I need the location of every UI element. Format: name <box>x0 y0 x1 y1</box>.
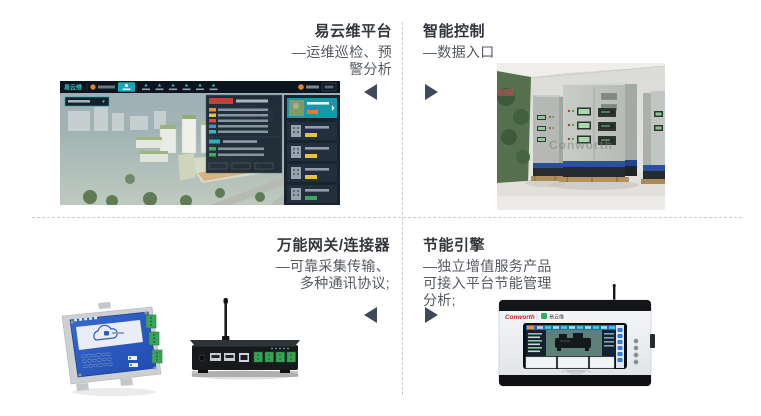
terminal-ports <box>253 351 296 363</box>
feature-gateway-text: 万能网关/连接器 —可靠采集传输、 多种通讯协议; <box>210 234 390 292</box>
alarm-panel-overlay <box>205 94 283 174</box>
ethernet-port <box>239 353 249 362</box>
user-box <box>321 82 337 92</box>
dashboard-navbar: 易云维 <box>60 81 340 93</box>
feature-control-desc-1: —数据入口 <box>423 44 495 60</box>
screen-menu-buttons <box>617 328 623 362</box>
trees-background <box>497 71 531 185</box>
cabinet-right <box>641 89 665 184</box>
bottom-strip <box>499 375 651 386</box>
feature-control-title: 智能控制 <box>423 23 486 40</box>
router-top-face <box>190 340 300 345</box>
feature-engine-desc-2: 可接入平台节能管理 <box>423 275 552 291</box>
alarm-icon <box>298 84 304 90</box>
vertical-divider <box>402 22 403 395</box>
arrow-left-icon <box>364 84 377 100</box>
feature-engine-desc-3: 分析; <box>423 292 456 308</box>
building-sidebar <box>284 95 340 205</box>
building-card <box>287 164 337 182</box>
building-card <box>287 185 337 203</box>
screws <box>70 311 157 377</box>
feature-engine-text: 节能引擎 —独立增值服务产品 可接入平台节能管理 分析; <box>423 234 623 309</box>
horizontal-divider <box>32 217 742 218</box>
nav-tabs <box>144 83 216 87</box>
building-card <box>287 122 337 140</box>
roof <box>498 89 514 96</box>
antenna <box>612 284 616 302</box>
meters <box>567 107 616 145</box>
panel-buttons <box>633 338 639 365</box>
feature-platform-desc-1: —运维巡检、预 <box>291 44 392 60</box>
feature-platform-text: 易云维平台 —运维巡检、预 警分析 <box>210 20 392 78</box>
ceiling <box>497 63 665 81</box>
building-selector <box>64 96 110 107</box>
feature-platform-desc-2: 警分析 <box>349 61 392 77</box>
cloud-brand-icon <box>541 313 547 319</box>
power-port <box>198 354 206 362</box>
controller-screen <box>523 323 627 369</box>
router-device-image <box>190 298 300 380</box>
dashboard-logo: 易云维 <box>63 84 82 92</box>
cloud-brand-text: 易云维 <box>549 314 564 321</box>
brand-logo: Conworth <box>505 314 535 321</box>
feature-engine-title: 节能引擎 <box>423 237 486 254</box>
feature-control-text: 智能控制 —数据入口 <box>423 20 623 61</box>
model-emblem <box>560 370 592 375</box>
energy-controller-image: Conworth 易云维 <box>498 284 655 387</box>
arrow-right-icon <box>425 84 438 100</box>
terminal-connectors <box>145 314 163 364</box>
gateway-body <box>69 311 157 378</box>
top-strip <box>499 300 651 311</box>
feature-gateway-desc-2: 多种通讯协议; <box>300 275 390 291</box>
watermark-text: Conworth <box>549 138 613 152</box>
screen-tables <box>525 356 615 369</box>
building-card <box>287 143 337 161</box>
building-card-active <box>287 98 337 118</box>
cabinet-middle <box>559 82 637 182</box>
arrow-left-icon <box>364 307 377 323</box>
cloud-logo-icon <box>93 324 118 341</box>
arrow-right-icon <box>425 307 438 323</box>
control-cabinets-image: Conworth <box>497 63 665 210</box>
feature-gateway-desc-1: —可靠采集传输、 <box>275 258 390 274</box>
platform-dashboard-image: 易云维 <box>60 81 340 205</box>
gateway-device-image <box>61 302 163 396</box>
feature-platform-title: 易云维平台 <box>314 23 392 40</box>
terminal-grid <box>81 352 113 368</box>
feature-engine-desc-1: —独立增值服务产品 <box>423 258 552 274</box>
usb-ports <box>210 353 235 361</box>
cabinet-left <box>531 95 564 181</box>
label-panel <box>76 320 143 350</box>
status-leds <box>271 347 289 350</box>
side-connector <box>650 334 655 348</box>
project-icon <box>90 84 96 90</box>
antenna <box>222 298 230 341</box>
feature-gateway-title: 万能网关/连接器 <box>276 237 390 254</box>
